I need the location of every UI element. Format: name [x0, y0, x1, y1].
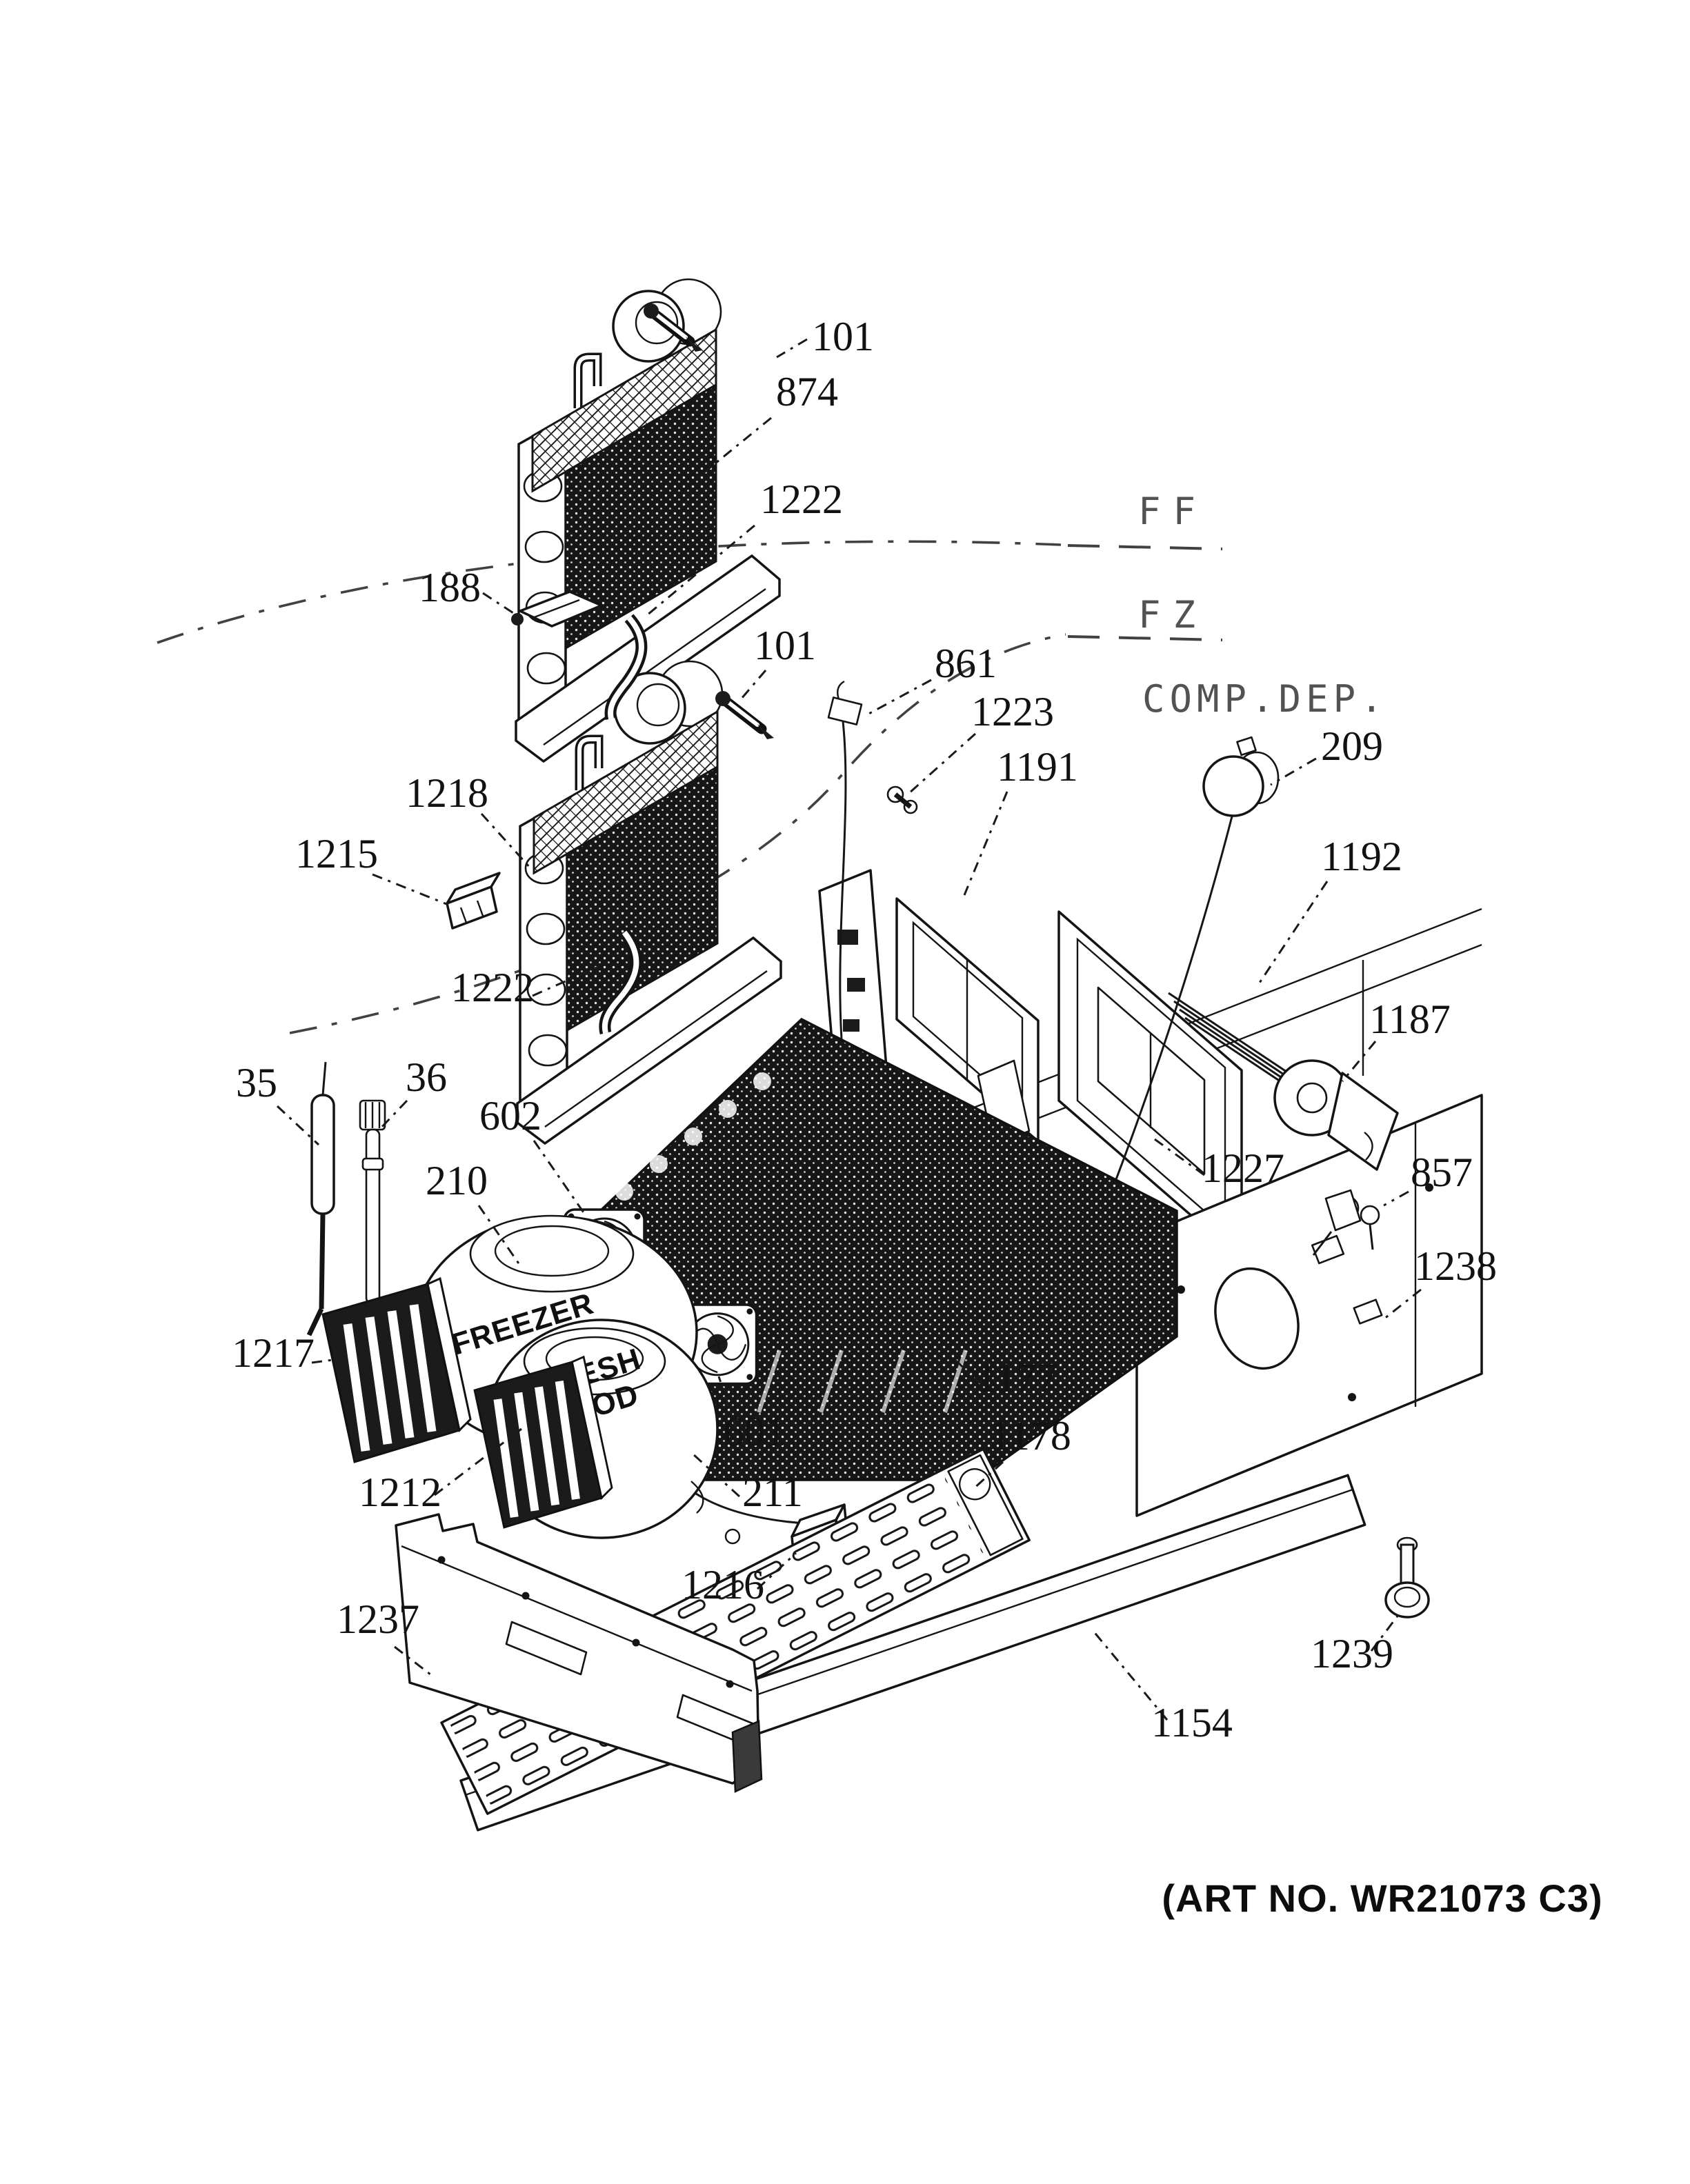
callout-601: 601: [724, 1409, 786, 1454]
callout-1217: 1217: [232, 1330, 315, 1376]
part-drain-1222-fz: [599, 928, 642, 1035]
part-clip-1223: [886, 785, 918, 814]
part-panel-1237: [395, 1513, 763, 1793]
leader-1177: [933, 1339, 984, 1386]
leader-35: [276, 1105, 320, 1146]
callout-1222-fz: 1222: [451, 965, 534, 1010]
callout-1237: 1237: [337, 1596, 419, 1642]
part-clip-188: [511, 590, 603, 628]
callout-602: 602: [479, 1093, 541, 1139]
callout-1215: 1215: [295, 831, 378, 876]
leader-1237: [394, 1645, 431, 1676]
callout-1239: 1239: [1311, 1631, 1393, 1676]
leader-1191: [963, 791, 1008, 896]
part-clip-1215: [446, 872, 501, 930]
zone-label-ff: FF: [1138, 490, 1208, 533]
leader-1212: [434, 1427, 522, 1496]
leader-1187: [1341, 1041, 1377, 1082]
part-screw-101-fz: [715, 691, 774, 739]
leader-36: [377, 1099, 408, 1132]
leader-1192: [1257, 881, 1329, 985]
callout-1187: 1187: [1369, 996, 1451, 1042]
part-motor-1187: [1273, 1059, 1399, 1171]
callout-1238: 1238: [1414, 1243, 1497, 1289]
callout-210: 210: [426, 1158, 488, 1203]
leader-601: [717, 1376, 738, 1431]
callout-1212: 1212: [359, 1470, 441, 1515]
callout-211: 211: [742, 1470, 803, 1515]
callout-857: 857: [1411, 1150, 1473, 1195]
callout-101-fz: 101: [754, 623, 816, 668]
callout-36: 36: [406, 1054, 447, 1100]
callout-1222-ff: 1222: [760, 477, 843, 522]
leader-1238: [1380, 1288, 1422, 1323]
leader-1223: [908, 732, 977, 794]
callout-1178: 1178: [990, 1413, 1071, 1459]
leader-1216: [756, 1552, 797, 1590]
zone-label-fz: FZ: [1138, 593, 1208, 637]
leader-209: [1270, 757, 1317, 786]
callout-1216: 1216: [682, 1562, 764, 1607]
callout-209: 209: [1321, 723, 1383, 769]
callout-1192: 1192: [1321, 834, 1402, 879]
zone-label-comp-dep: COMP.DEP.: [1142, 677, 1388, 721]
leader-1154: [1091, 1630, 1169, 1721]
part-bolt-1239: [1384, 1536, 1430, 1619]
callout-101-ff: 101: [812, 314, 874, 359]
callout-874: 874: [776, 369, 838, 414]
callout-35: 35: [236, 1060, 277, 1105]
art-number: (ART NO. WR21073 C3): [1162, 1876, 1602, 1920]
leader-1239: [1370, 1612, 1402, 1652]
part-drier-35: [306, 1061, 335, 1336]
callout-861: 861: [935, 641, 997, 686]
callout-1177: 1177: [976, 1355, 1057, 1401]
leader-1222-ff: [646, 524, 755, 617]
leader-861: [864, 679, 932, 717]
callout-1218: 1218: [406, 770, 488, 816]
callout-188: 188: [419, 565, 481, 610]
leader-1217: [311, 1359, 333, 1364]
leader-101-ff: [776, 338, 808, 359]
leader-101-fz: [739, 670, 767, 700]
leader-602: [533, 1140, 588, 1217]
leader-1215: [372, 873, 449, 906]
callout-1191: 1191: [997, 744, 1078, 790]
leader-874: [689, 417, 772, 485]
part-frame-1191: [895, 897, 1040, 1148]
leader-211: [691, 1452, 741, 1498]
leader-857: [1383, 1190, 1409, 1207]
part-valve-857: [1312, 1189, 1380, 1256]
callout-1227: 1227: [1202, 1145, 1284, 1191]
callout-1223: 1223: [971, 689, 1054, 734]
leader-1227: [1154, 1138, 1205, 1176]
part-motor-209: [1061, 736, 1280, 1314]
leader-188: [482, 592, 524, 621]
part-drain-1222-ff: [604, 614, 648, 721]
leader-1178: [971, 1461, 1004, 1491]
callout-1154: 1154: [1151, 1700, 1233, 1745]
